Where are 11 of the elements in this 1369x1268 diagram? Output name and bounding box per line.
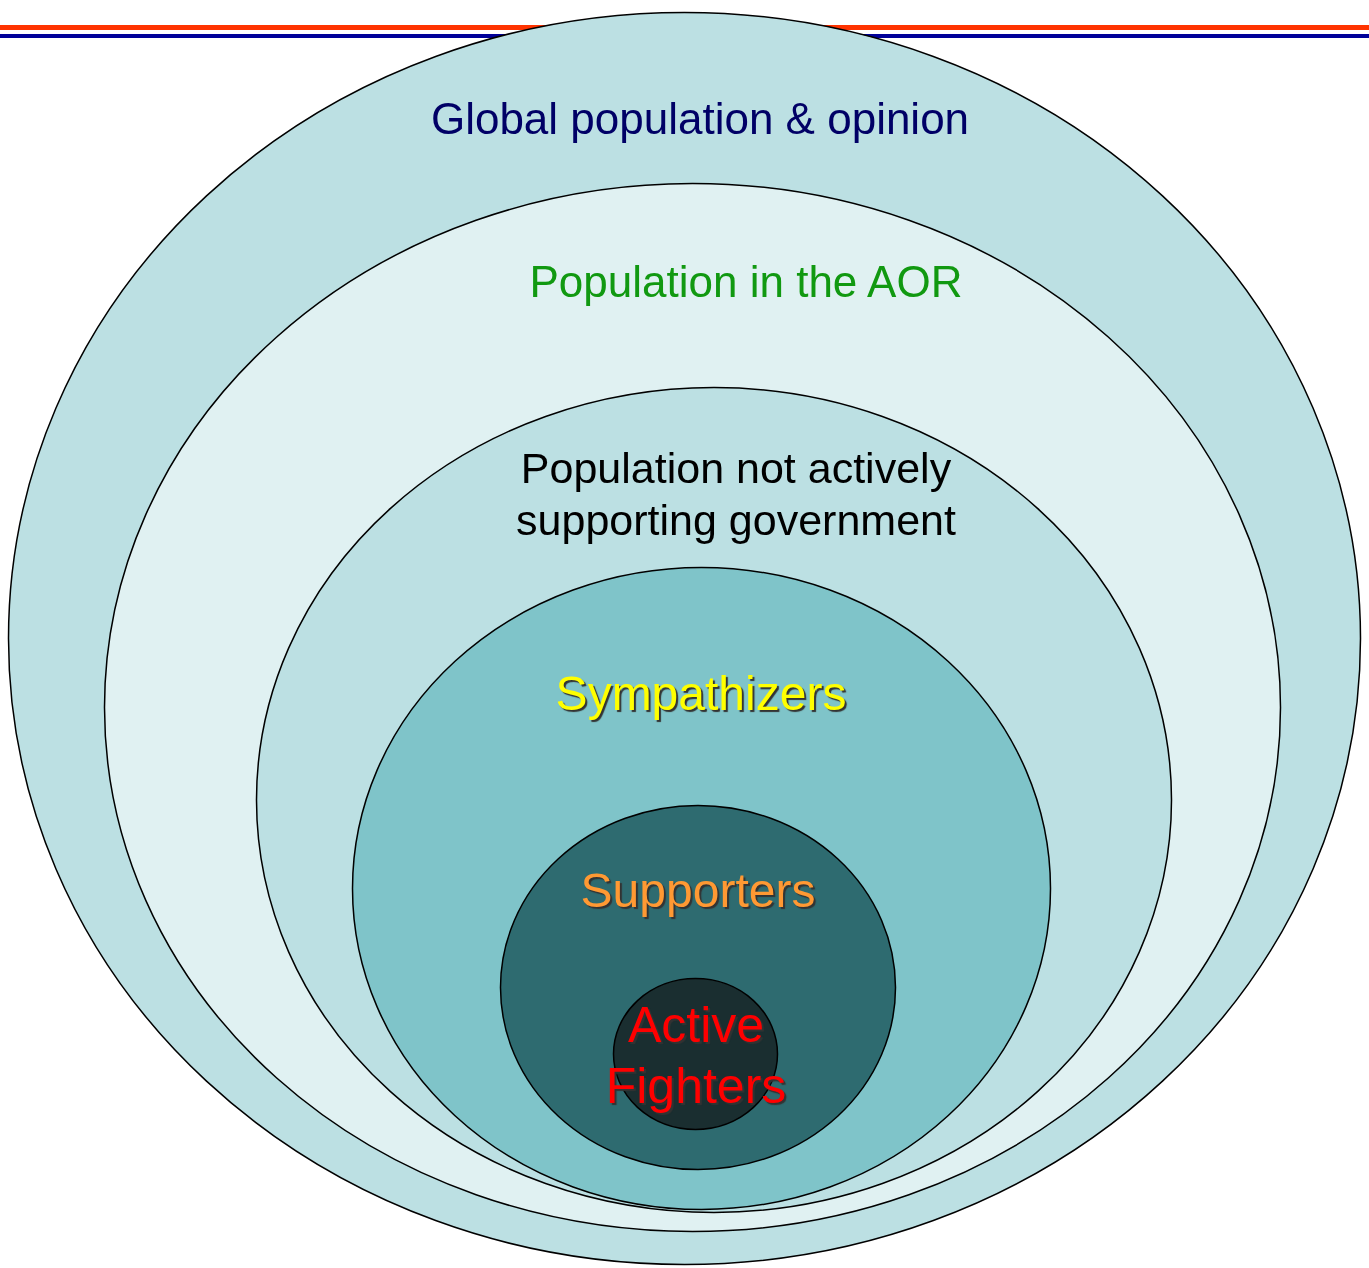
ellipse-region [8, 12, 1361, 1265]
region-label: Population in the AOR [528, 256, 964, 308]
ellipse-region [104, 183, 1281, 1232]
region-label: Global population & opinion [429, 93, 971, 145]
region-label: Active Fighters [604, 996, 788, 1116]
region-label: Sympathizers [554, 666, 848, 722]
ellipse-region [256, 387, 1172, 1213]
ellipse-region [352, 567, 1051, 1210]
region-label: Supporters [579, 863, 817, 919]
ellipse-region [500, 805, 896, 1170]
region-label: Population not actively supporting government [515, 443, 957, 547]
